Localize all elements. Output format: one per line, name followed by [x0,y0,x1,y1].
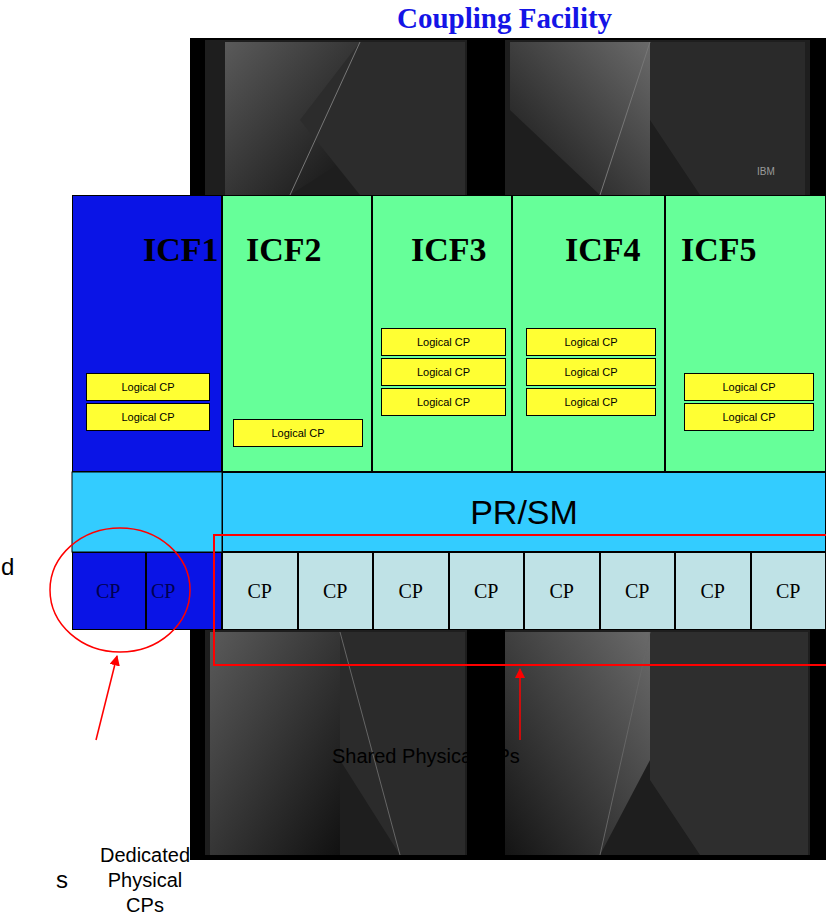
panel-edge [340,632,400,855]
shared-cp-box: CP [751,552,826,630]
logical-cp-box: Logical CP [86,373,210,401]
partition-name: ICF2 [246,231,322,269]
logical-cp-box: Logical CP [526,358,656,386]
icf-partition: ICF1Logical CP Logical CP [72,195,222,472]
logical-cp-box: Logical CP [381,328,506,356]
callout-label: Shared Physical CPs [332,745,520,768]
shared-cp-box: CP [222,552,298,630]
logical-cp-box: Logical CP [381,358,506,386]
shared-cp-box: CP [373,552,449,630]
logical-cp-label: Logical CP [417,366,470,378]
logical-cp-box: Logical CP [86,403,210,431]
cp-label: CP [323,580,347,603]
logical-cp-box: Logical CP [684,373,814,401]
dedicated-cp-box: CP [146,552,222,630]
logical-cp-box: Logical CP [233,419,363,447]
dedicated-cp-box: CP [72,552,146,630]
panel-edge [290,42,360,195]
logical-cp-label: Logical CP [564,366,617,378]
logical-cp-box: Logical CP [684,403,814,431]
shared-cp-box: CP [675,552,751,630]
cabinet-panel [650,42,805,195]
partition-name: ICF5 [681,231,757,269]
cp-label: CP [550,580,574,603]
shared-cp-box: CP [449,552,525,630]
callout-label: Dedicated Physical CPs [93,843,197,918]
logical-cp-label: Logical CP [564,396,617,408]
backdrop [190,38,826,860]
hypervisor-name: PR/SM [470,493,578,532]
cp-label: CP [776,580,800,603]
clipped-text: d [1,553,14,581]
logical-cp-label: Logical CP [722,381,775,393]
cabinet-panel [340,632,465,855]
cp-label: CP [701,580,725,603]
logical-cp-label: Logical CP [722,411,775,423]
cabinet-panel [650,632,808,855]
cp-label: CP [151,580,175,603]
highlight-rectangle [214,535,826,665]
logical-cp-label: Logical CP [271,427,324,439]
highlight-circle [50,528,190,652]
logical-cp-box: Logical CP [526,328,656,356]
diagram-title: Coupling Facility [397,2,612,35]
hypervisor-band: PR/SM [222,472,826,552]
shared-cp-box: CP [600,552,676,630]
hypervisor-band [72,472,222,552]
callout-arrow [96,656,117,740]
cabinet-panel [210,632,340,855]
logical-cp-label: Logical CP [417,396,470,408]
logical-cp-box: Logical CP [381,388,506,416]
cp-label: CP [96,580,120,603]
logical-cp-label: Logical CP [417,336,470,348]
icf-partition: ICF2Logical CP [222,195,372,472]
cabinet-panel [505,632,650,855]
logical-cp-label: Logical CP [121,411,174,423]
icf-partition: ICF5Logical CP Logical CP [665,195,826,472]
partition-name: ICF4 [565,231,641,269]
cabinet-panel [510,42,650,195]
logical-cp-label: Logical CP [564,336,617,348]
partition-name: ICF1 [143,231,219,269]
partition-name: ICF3 [411,231,487,269]
icf-partition: ICF4Logical CP Logical CP Logical CP [512,195,665,472]
clipped-text: s [56,866,68,894]
cp-label: CP [248,580,272,603]
panel-edge [600,42,650,195]
shared-cp-box: CP [524,552,600,630]
panel-edge [600,632,650,855]
cp-label: CP [625,580,649,603]
logical-cp-label: Logical CP [121,381,174,393]
cp-label: CP [474,580,498,603]
brand-logo: IBM [757,166,775,177]
icf-partition: ICF3Logical CP Logical CP Logical CP [372,195,512,472]
callout-arrow [519,669,521,740]
shared-cp-box: CP [298,552,374,630]
cp-label: CP [399,580,423,603]
logical-cp-box: Logical CP [526,388,656,416]
